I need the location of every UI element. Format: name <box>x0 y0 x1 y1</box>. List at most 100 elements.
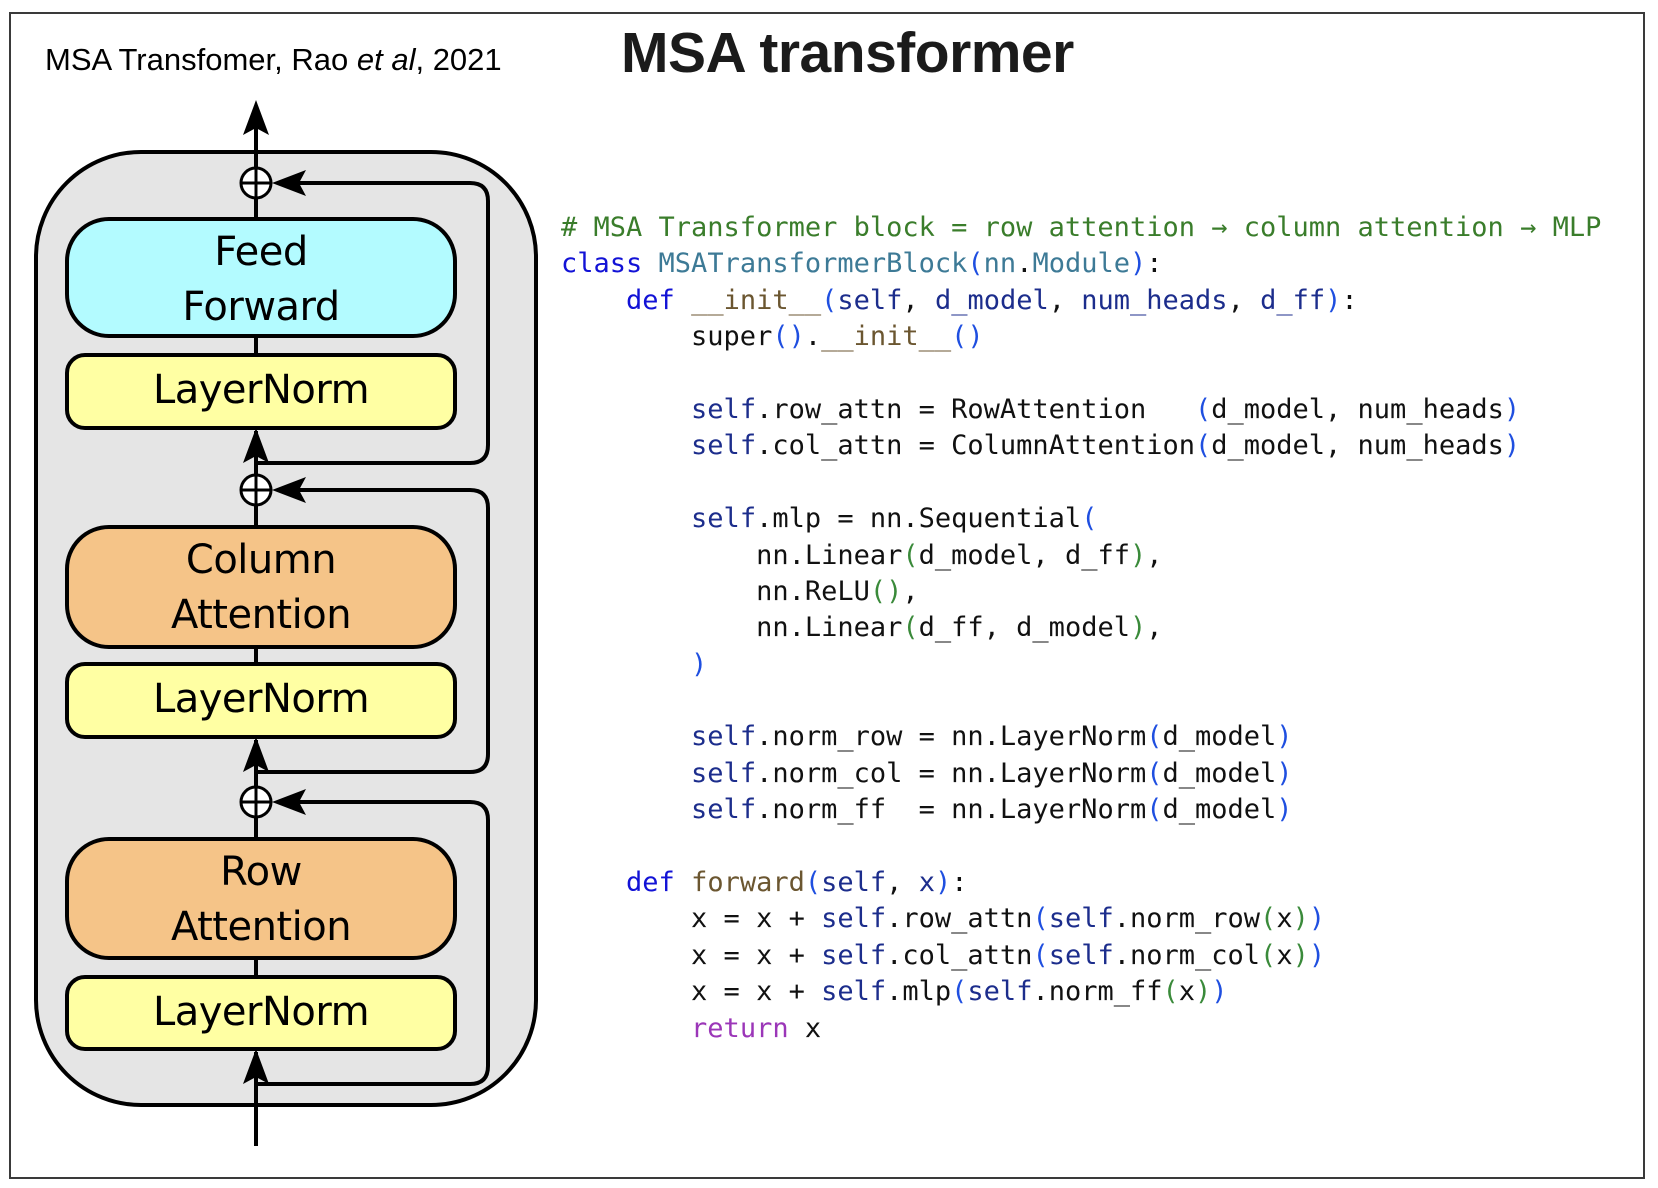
code-line: nn.Linear(d_model, d_ff), <box>561 538 1601 574</box>
code-text <box>561 1013 691 1044</box>
code-paren-nested: ) <box>1195 976 1212 1008</box>
code-self: self <box>967 976 1033 1008</box>
code-paren: ( <box>1146 757 1163 789</box>
code-text: .col_attn <box>886 939 1033 971</box>
code-paren: ) <box>1503 430 1521 462</box>
code-line <box>561 465 1601 501</box>
code-self: self <box>691 393 757 425</box>
code-line: nn.ReLU(), <box>561 574 1601 610</box>
arrowhead-output <box>243 100 269 135</box>
code-line: self.norm_ff = nn.LayerNorm(d_model) <box>561 792 1601 828</box>
code-line: x = x + self.col_attn(self.norm_col(x)) <box>561 938 1601 974</box>
code-line: def forward(self, x): <box>561 865 1601 901</box>
code-text: d_ff, d_model <box>918 612 1130 644</box>
code-line <box>561 829 1601 865</box>
code-keyword: def <box>626 284 675 316</box>
code-text: x <box>1276 903 1293 935</box>
code-paren: ( <box>804 867 822 899</box>
arrowhead-into-ln-row <box>243 1049 269 1084</box>
code-paren-nested: ) <box>1292 903 1309 935</box>
code-text: , <box>886 867 919 899</box>
code-parameter: num_heads <box>1081 284 1228 316</box>
code-text: , <box>1048 284 1082 316</box>
code-paren: ) <box>1276 794 1293 826</box>
add-icon <box>239 166 273 200</box>
slide-title: MSA transformer <box>621 21 1074 85</box>
code-keyword: class <box>561 248 643 280</box>
code-paren: ( <box>821 284 838 316</box>
code-line: self.mlp = nn.Sequential( <box>561 501 1601 537</box>
code-text: . <box>1016 248 1033 280</box>
code-paren: ) <box>934 867 952 899</box>
code-text: nn.ReLU <box>561 575 870 607</box>
feed-forward-label: Feed Forward <box>67 225 455 335</box>
arrowhead-residual-ff <box>272 170 306 196</box>
code-self: self <box>691 430 757 462</box>
code-text: .norm_ff <box>1032 976 1163 1008</box>
code-self: self <box>821 867 887 899</box>
code-text: , <box>1146 539 1163 571</box>
code-text: d_model <box>1162 721 1277 753</box>
slide-frame <box>9 12 1645 1179</box>
code-text: , <box>902 575 919 607</box>
code-paren: ( <box>951 976 968 1008</box>
code-line: self.row_attn = RowAttention (d_model, n… <box>561 392 1601 428</box>
code-paren: ( <box>1194 430 1212 462</box>
code-text <box>561 285 626 316</box>
code-paren: ) <box>1503 393 1521 425</box>
code-text: d_model <box>1162 794 1277 826</box>
code-line: nn.Linear(d_ff, d_model), <box>561 610 1601 646</box>
layernorm-row-label: LayerNorm <box>67 984 455 1040</box>
residual-path-col <box>256 488 490 774</box>
code-paren-nested: ( <box>1260 903 1277 935</box>
code-paren: ( <box>1032 903 1049 935</box>
code-class-name: Module <box>1032 248 1130 280</box>
feed-forward-label-line1: Feed <box>214 229 308 275</box>
code-line: super().__init__() <box>561 319 1601 355</box>
column-attention-label: Column Attention <box>67 533 455 643</box>
code-paren-nested: ) <box>1129 612 1147 644</box>
code-text: .mlp <box>886 976 952 1008</box>
add-icon <box>239 473 273 507</box>
code-paren: ( <box>1081 503 1098 535</box>
code-text: .col_attn = ColumnAttention <box>756 430 1195 462</box>
code-paren: ( <box>1032 939 1049 971</box>
code-parameter: d_model <box>934 284 1049 316</box>
citation: MSA Transfomer, Rao et al, 2021 <box>45 40 502 80</box>
citation-year: , 2021 <box>415 42 502 77</box>
layernorm-ff-label-text: LayerNorm <box>152 367 370 413</box>
code-text: .norm_ff = nn.LayerNorm <box>756 794 1147 826</box>
code-paren-nested: ( <box>1260 939 1277 971</box>
column-attention-label-line1: Column <box>185 537 337 583</box>
code-function-name: __init__ <box>821 321 952 353</box>
code-text <box>561 867 626 898</box>
code-parameter: x <box>918 867 935 899</box>
code-self: self <box>1048 939 1114 971</box>
code-line: self.col_attn = ColumnAttention(d_model,… <box>561 428 1601 464</box>
layernorm-col-block <box>65 662 457 739</box>
residual-path-ff <box>256 181 490 465</box>
code-paren: ( <box>1146 794 1163 826</box>
code-text: d_model <box>1162 757 1277 789</box>
row-attention-block <box>65 837 457 960</box>
code-paren: () <box>951 321 984 353</box>
code-self: self <box>821 939 887 971</box>
row-attention-label-line2: Attention <box>170 904 352 950</box>
layernorm-col-label: LayerNorm <box>67 671 455 727</box>
layernorm-ff-block <box>65 353 457 430</box>
code-parameter: d_ff <box>1260 284 1326 316</box>
code-text: .row_attn = RowAttention <box>756 393 1195 425</box>
code-line: class MSATransformerBlock(nn.Module): <box>561 246 1601 282</box>
code-text: x = x + <box>561 939 822 971</box>
code-keyword: def <box>626 867 675 899</box>
code-listing: # MSA Transformer block = row attention … <box>561 210 1601 1047</box>
code-class-name: nn <box>983 248 1017 280</box>
code-paren-nested: ( <box>1162 976 1179 1008</box>
code-self: self <box>1048 903 1114 935</box>
code-text: d_model, num_heads <box>1211 430 1504 462</box>
code-text: d_model, num_heads <box>1211 393 1504 425</box>
code-paren: ( <box>967 248 984 280</box>
code-text: x <box>788 1012 822 1044</box>
code-line: self.norm_row = nn.LayerNorm(d_model) <box>561 719 1601 755</box>
code-text <box>561 394 691 425</box>
